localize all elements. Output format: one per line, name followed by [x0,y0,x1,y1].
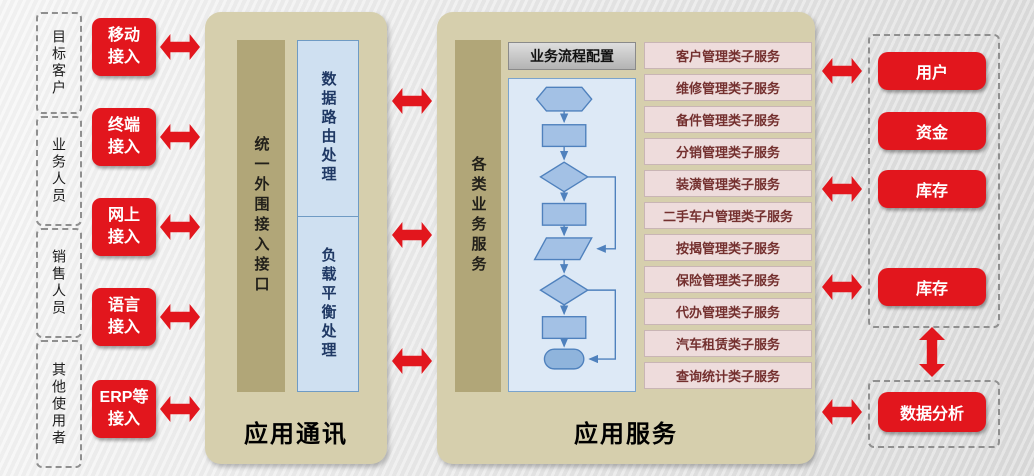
data-analysis-box: 数据分析 [878,392,986,432]
double-arrow-icon [392,88,432,114]
flow-process-rect [541,316,587,340]
business-services-bar: 各类业务服务 [455,40,501,392]
double-arrow-icon [160,124,200,150]
resource-box-funds: 资金 [878,112,986,150]
user-group-label: 目标客户 [51,29,67,97]
user-group-box: 其他使用者 [36,340,82,468]
access-channel-box: 移动 接入 [92,18,156,76]
sub-service-item: 按揭管理类子服务 [644,234,812,261]
unified-interface-label: 统一外围接入接口 [252,136,270,296]
sub-service-item: 维修管理类子服务 [644,74,812,101]
access-channel-box: ERP等 接入 [92,380,156,438]
sub-service-item: 汽车租赁类子服务 [644,330,812,357]
load-balance-module: 负载平衡处理 [298,215,358,392]
flow-process-rect [541,202,587,226]
flow-start-hexagon [535,86,593,112]
panel-title: 应用通讯 [244,421,348,448]
user-group-box: 业务人员 [36,116,82,226]
app-service-panel: 各类业务服务 业务流程配置 [437,12,815,464]
access-channel-box: 语言 接入 [92,288,156,346]
resource-group-box [868,34,1000,328]
double-arrow-icon [160,396,200,422]
sub-service-item: 备件管理类子服务 [644,106,812,133]
flow-decision-diamond [539,274,590,306]
data-routing-label: 数据路由处理 [319,71,337,186]
comm-modules-column: 数据路由处理 负载平衡处理 [297,40,359,392]
resource-box-users: 用户 [878,52,986,90]
sub-service-item: 查询统计类子服务 [644,362,812,389]
user-group-box: 销售人员 [36,228,82,338]
double-arrow-icon [160,34,200,60]
sub-service-item: 二手车户管理类子服务 [644,202,812,229]
double-arrow-icon [822,176,862,202]
process-config-box: 业务流程配置 [508,42,636,70]
sub-service-item: 装潢管理类子服务 [644,170,812,197]
flowchart-icon [533,86,617,370]
sub-service-item: 代办管理类子服务 [644,298,812,325]
access-channel-box: 终端 接入 [92,108,156,166]
panel-title: 应用服务 [574,421,678,448]
resource-box-inventory: 库存 [878,268,986,306]
double-arrow-icon [160,214,200,240]
user-group-label: 业务人员 [51,137,67,205]
sub-service-item: 客户管理类子服务 [644,42,812,69]
double-arrow-icon [822,274,862,300]
flow-decision-diamond [539,161,590,193]
app-communication-panel: 统一外围接入接口 数据路由处理 负载平衡处理 应用通讯 [205,12,387,464]
flow-io-parallelogram [533,237,593,261]
user-group-label: 销售人员 [51,249,67,317]
double-arrow-icon [160,304,200,330]
business-services-label: 各类业务服务 [469,156,487,276]
sub-service-item: 保险管理类子服务 [644,266,812,293]
analysis-group-box [868,380,1000,448]
data-routing-module: 数据路由处理 [298,41,358,216]
double-arrow-icon [392,348,432,374]
user-group-box: 目标客户 [36,12,82,114]
flow-process-rect [541,124,587,148]
double-arrow-icon [919,327,945,377]
unified-interface-bar: 统一外围接入接口 [237,40,285,392]
double-arrow-icon [392,222,432,248]
double-arrow-icon [822,58,862,84]
access-channel-box: 网上 接入 [92,198,156,256]
sub-service-item: 分销管理类子服务 [644,138,812,165]
flow-end-terminator [543,348,585,370]
resource-box-inventory: 库存 [878,170,986,208]
double-arrow-icon [822,399,862,425]
user-group-label: 其他使用者 [51,361,67,447]
load-balance-label: 负载平衡处理 [319,246,337,361]
workflow-panel [508,78,636,392]
